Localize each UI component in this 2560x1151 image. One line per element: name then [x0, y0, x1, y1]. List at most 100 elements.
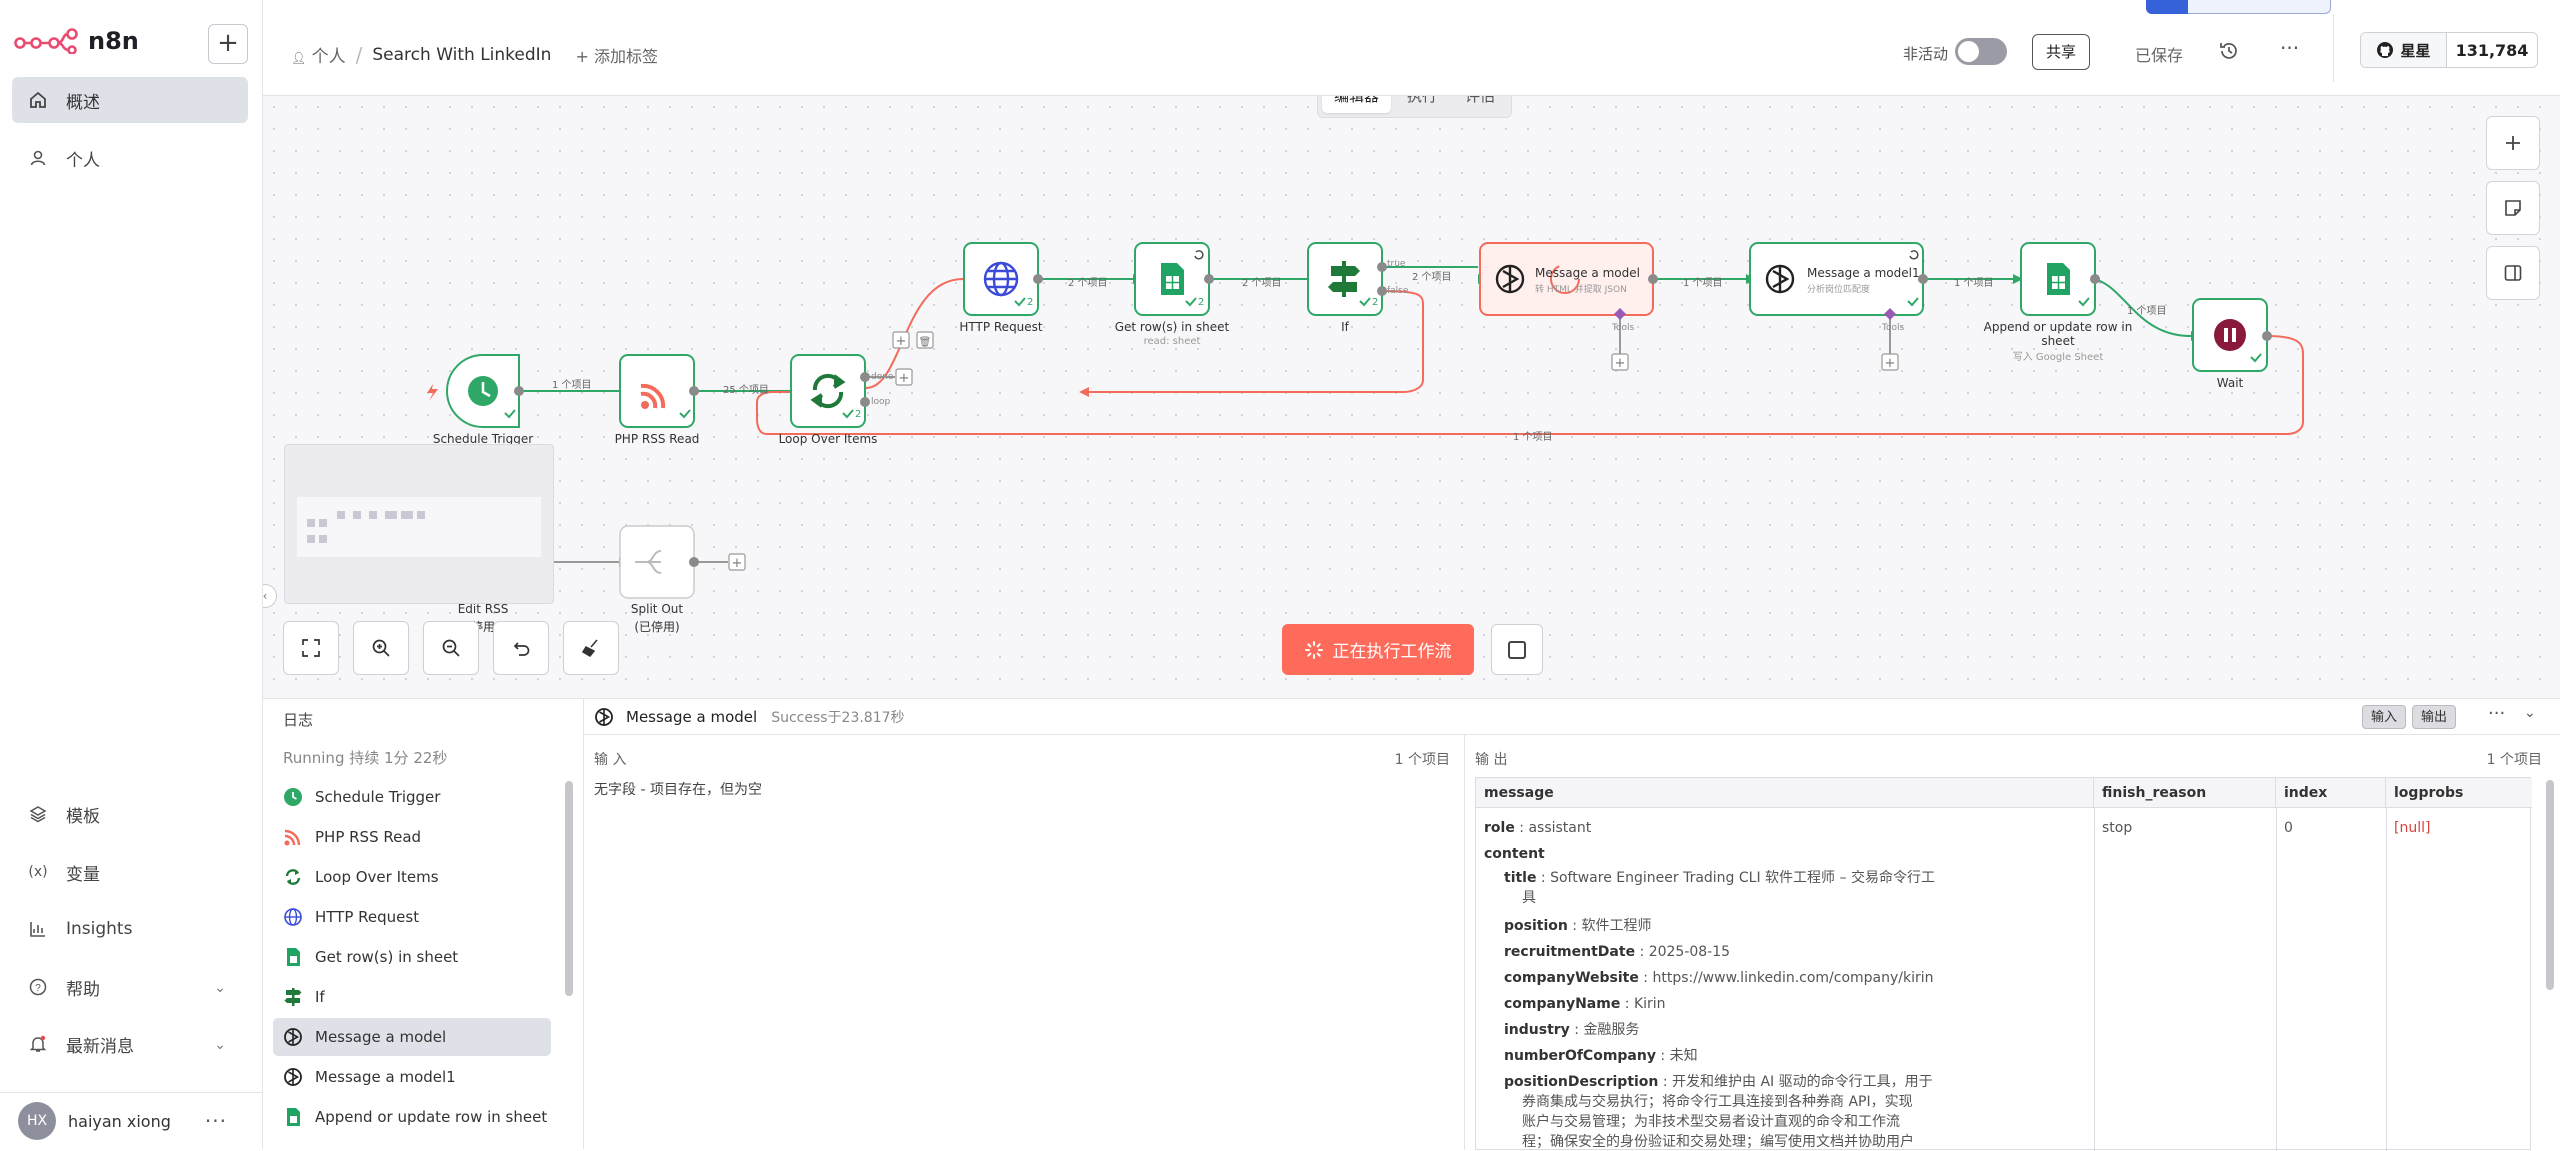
success-check-icon: [2078, 297, 2090, 307]
column-header[interactable]: finish_reason: [2094, 778, 2276, 808]
log-scrollbar[interactable]: [565, 781, 573, 996]
output-toggle-button[interactable]: 输出: [2412, 705, 2457, 729]
broom-icon: [581, 639, 598, 657]
history-icon[interactable]: [2218, 40, 2240, 62]
breadcrumb-project[interactable]: 👤︎ 个人: [291, 42, 346, 67]
chevron-down-icon[interactable]: ⌄: [2524, 705, 2536, 721]
log-item[interactable]: HTTP Request: [273, 898, 551, 936]
log-item[interactable]: Loop Over Items: [273, 858, 551, 896]
sidebar-item-help[interactable]: ? 帮助 ⌄: [12, 964, 248, 1010]
log-item[interactable]: Message a model1: [273, 1058, 551, 1096]
zoom-out-button[interactable]: [423, 621, 479, 675]
add-tool-button: [1611, 353, 1629, 371]
sheet-icon: [283, 947, 303, 967]
loop-node: [790, 354, 866, 428]
sidebar-item-overview[interactable]: 概述: [12, 77, 248, 123]
input-toggle-button[interactable]: 输入: [2362, 705, 2407, 729]
avatar: HX: [18, 1102, 56, 1140]
sidebar-item-label: Insights: [66, 919, 133, 939]
svg-text:+: +: [899, 371, 910, 386]
node-label: Wait: [2216, 376, 2244, 390]
github-star-button[interactable]: 星星 131,784: [2360, 32, 2538, 68]
sticky-note-button[interactable]: [2486, 181, 2540, 235]
handle: [1204, 274, 1214, 284]
edge-label: false: [1387, 286, 1409, 296]
output-scrollbar[interactable]: [2546, 780, 2554, 990]
add-node-button: [892, 331, 910, 349]
workflow-title[interactable]: Search With LinkedIn: [372, 44, 552, 65]
more-icon[interactable]: ···: [2280, 36, 2300, 60]
minimap[interactable]: [284, 444, 554, 604]
share-button[interactable]: 共享: [2032, 34, 2090, 70]
zoom-in-button[interactable]: [353, 621, 409, 675]
column-header[interactable]: logprobs: [2386, 778, 2532, 808]
tab-evaluations[interactable]: 评估: [1465, 96, 1496, 105]
loading-spinner-icon: [1550, 264, 1580, 294]
tidy-up-button[interactable]: [563, 621, 619, 675]
executing-workflow-button[interactable]: 正在执行工作流: [1282, 624, 1474, 675]
input-pane: 输 入 1 个项目 无字段 - 项目存在，但为空: [584, 735, 1465, 1150]
node-label: Split Out: [630, 602, 684, 616]
log-item[interactable]: Message a model: [273, 1018, 551, 1056]
sidebar-item-insights[interactable]: Insights: [12, 906, 248, 952]
log-item[interactable]: Get row(s) in sheet: [273, 938, 551, 976]
loop-icon: [810, 373, 846, 409]
toggle-panel-button[interactable]: [2486, 246, 2540, 300]
tab-editor[interactable]: 编辑器: [1322, 96, 1392, 113]
log-item-label: Message a model: [315, 1028, 447, 1046]
log-item[interactable]: Append or update row in sheet: [273, 1098, 551, 1136]
add-button[interactable]: +: [208, 24, 248, 64]
if-icon: [1328, 261, 1360, 297]
column-header[interactable]: index: [2276, 778, 2386, 808]
log-item[interactable]: If: [273, 978, 551, 1016]
column-divider: [2386, 808, 2387, 1151]
output-label: 输 出: [1475, 752, 1508, 768]
undo-button[interactable]: [493, 621, 549, 675]
loading-spinner-icon: [1304, 640, 1323, 659]
edge-label: 1 个项目: [1954, 278, 1994, 289]
home-icon: [28, 90, 48, 110]
help-icon: ?: [28, 977, 48, 997]
handle: [1377, 262, 1387, 272]
insights-icon: [28, 919, 48, 939]
stop-execution-button[interactable]: [1491, 624, 1543, 675]
log-item[interactable]: PHP RSS Read: [273, 818, 551, 856]
arrowhead: [1079, 387, 1089, 397]
more-icon[interactable]: ···: [204, 1109, 227, 1133]
log-item[interactable]: Schedule Trigger: [273, 778, 551, 816]
tool-handle: [1614, 308, 1626, 320]
breadcrumb: 👤︎ 个人 / Search With LinkedIn + 添加标签: [291, 42, 658, 68]
column-divider: [2276, 808, 2277, 1151]
sidebar-item-whats-new[interactable]: 最新消息 ⌄: [12, 1021, 248, 1067]
fit-view-button[interactable]: [283, 621, 339, 675]
app-logo[interactable]: n8n: [14, 27, 139, 55]
success-check-icon: [1359, 297, 1371, 307]
sidebar: n8n + 概述 个人 模板 (x) 变量 Insights ? 帮助 ⌄: [0, 0, 263, 1149]
column-header[interactable]: message: [1476, 778, 2094, 808]
sidebar-item-variables[interactable]: (x) 变量: [12, 849, 248, 895]
detail-node-name: Message a model: [626, 707, 758, 726]
handle: [860, 372, 870, 382]
more-icon[interactable]: ···: [2488, 703, 2506, 724]
add-tag-button[interactable]: + 添加标签: [575, 46, 658, 66]
field-recruitment-date: recruitmentDate : 2025-08-15: [1504, 944, 1731, 960]
user-menu[interactable]: HX haiyan xiong ···: [0, 1092, 263, 1149]
sidebar-item-templates[interactable]: 模板: [12, 791, 248, 837]
rss-icon: [283, 827, 303, 847]
svg-text:?: ?: [35, 983, 41, 994]
sidebar-item-label: 帮助: [66, 979, 100, 1000]
add-node-button: [895, 368, 913, 386]
svg-text:+: +: [896, 334, 907, 349]
node-label: Append or update row in sheet: [1983, 320, 2133, 348]
undo-icon: [513, 642, 530, 656]
chevron-down-icon: ⌄: [214, 980, 226, 996]
sheet-icon: [1161, 263, 1184, 295]
sidebar-item-personal[interactable]: 个人: [12, 135, 248, 181]
add-node-button[interactable]: [2486, 116, 2540, 170]
column-divider: [2094, 808, 2095, 1151]
tab-executions[interactable]: 执行: [1407, 96, 1438, 105]
active-toggle[interactable]: [1955, 38, 2007, 65]
edge-label: 2 个项目: [1068, 278, 1108, 289]
